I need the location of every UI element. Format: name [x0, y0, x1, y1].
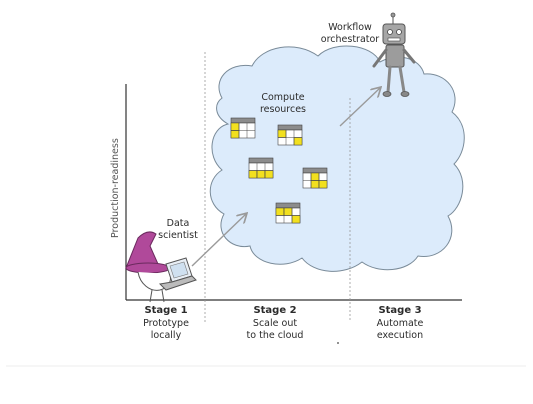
- compute-grid-2: [277, 124, 303, 146]
- compute-grid-3: [248, 157, 274, 179]
- stage-3-subtitle: Automate execution: [376, 318, 424, 341]
- compute-grid-1: [230, 117, 256, 139]
- workflow-orchestrator-label: Workflow orchestrator: [320, 22, 380, 45]
- stage-3-title: Stage 3: [378, 305, 422, 316]
- stage-2-subtitle: Scale out to the cloud: [246, 318, 304, 341]
- dot-marker: [337, 342, 339, 344]
- compute-grid-4: [302, 167, 328, 189]
- arrow-to-orchestrator: [339, 88, 380, 127]
- arrow-to-cloud: [191, 214, 246, 267]
- stage-2-title: Stage 2: [253, 305, 297, 316]
- data-scientist-illustration: [125, 231, 197, 303]
- compute-grid-5: [275, 202, 301, 224]
- data-scientist-label: Data scientist: [158, 218, 198, 241]
- wizard-hat-icon: [125, 231, 159, 269]
- stage-1-subtitle: Prototype locally: [143, 318, 189, 341]
- robot-orchestrator-illustration: [372, 12, 416, 97]
- cloud-shape: [209, 45, 465, 272]
- stage-1-title: Stage 1: [144, 305, 188, 316]
- laptop-icon: [158, 257, 197, 291]
- y-axis-label: Production-readiness: [110, 138, 121, 238]
- compute-resources-label: Compute resources: [259, 92, 307, 115]
